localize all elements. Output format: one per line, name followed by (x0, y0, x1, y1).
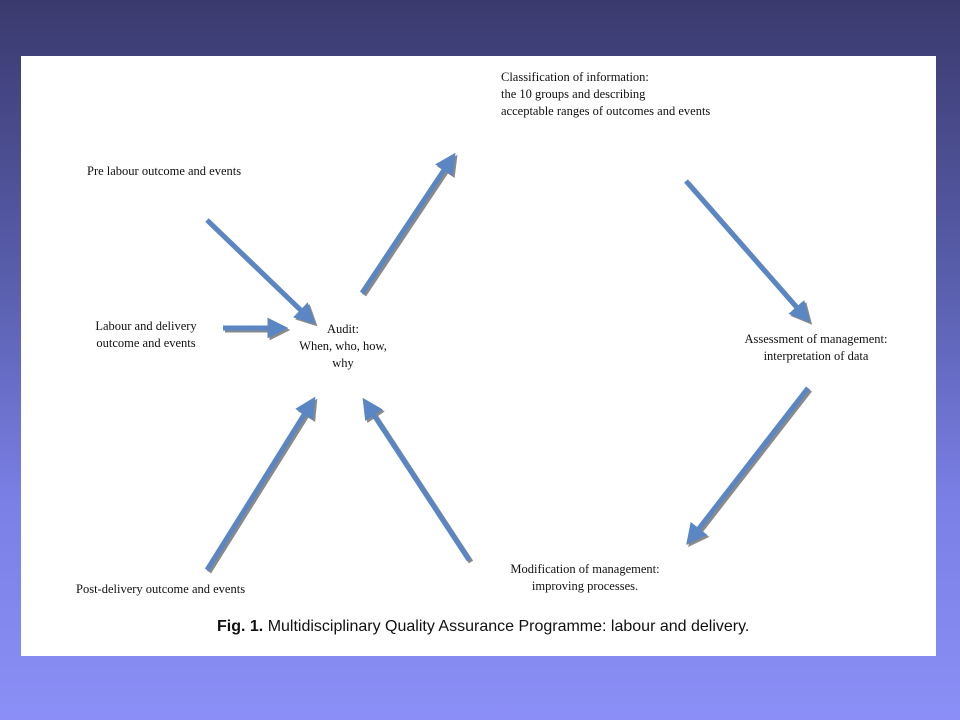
arrow-audit-to-classification (359, 152, 458, 297)
arrow-post-delivery-to-audit (204, 396, 318, 574)
pre-labour-label: Pre labour outcome and events (87, 164, 242, 178)
labour-delivery-label: Labour and delivery outcome and events (95, 319, 197, 350)
figure-caption-text: Multidisciplinary Quality Assurance Prog… (267, 618, 750, 635)
arrow-pre-labour-to-audit (205, 218, 318, 327)
figure-caption-prefix: Fig. 1. (217, 618, 264, 635)
assessment-label: Assessment of management: interpretation… (744, 332, 888, 363)
modification-label: Modification of management: improving pr… (510, 562, 660, 593)
classification-label: Classification of information: the 10 gr… (501, 70, 711, 118)
figure-caption: Fig. 1. Multidisciplinary Quality Assura… (217, 618, 749, 636)
arrow-labour-delivery-to-audit (223, 317, 291, 341)
slide-panel (21, 56, 936, 656)
post-delivery-label: Post-delivery outcome and events (76, 582, 246, 596)
audit-center-label: Audit: When, who, how, why (299, 322, 387, 370)
arrow-modification-to-audit (362, 397, 474, 564)
arrow-classification-to-assessment (684, 179, 813, 325)
arrow-assessment-to-modification (686, 386, 812, 547)
